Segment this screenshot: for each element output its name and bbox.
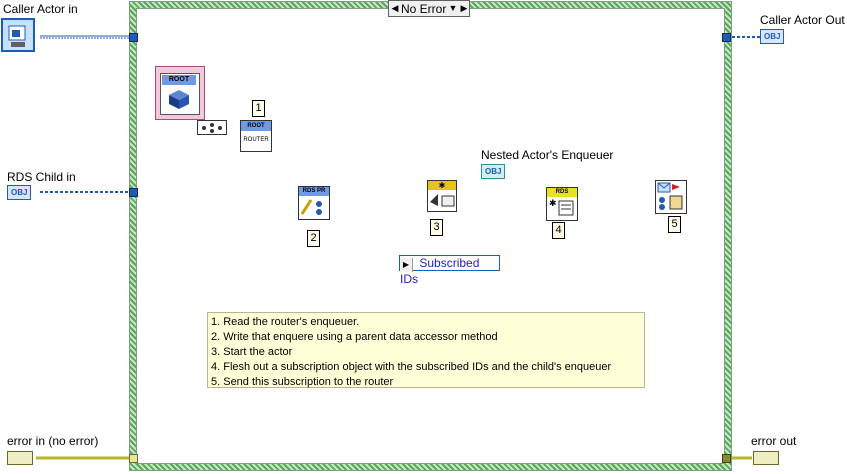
cube-icon xyxy=(169,90,189,109)
caller-actor-out-terminal[interactable]: OBJ xyxy=(760,29,785,44)
start-actor-node[interactable]: ✱ xyxy=(427,180,457,212)
increment-case-icon[interactable]: ▶ xyxy=(460,3,468,13)
root-class-title: ROOT xyxy=(162,75,196,85)
step-number-1: 1 xyxy=(252,100,265,117)
rds-child-in-tunnel[interactable] xyxy=(129,188,138,197)
pencil-icon xyxy=(300,199,322,215)
error-in-tunnel[interactable] xyxy=(129,454,138,463)
error-out-tunnel[interactable] xyxy=(722,454,731,463)
step-number-4: 4 xyxy=(552,222,565,239)
step-number-2: 2 xyxy=(307,230,320,247)
caller-actor-out-tunnel[interactable] xyxy=(722,33,731,42)
comment-line: 4. Flesh out a subscription object with … xyxy=(211,361,612,373)
launch-actor-icon xyxy=(430,194,455,207)
subscribed-ids-value: Subscribed IDs xyxy=(400,256,480,286)
create-subscription-node[interactable]: RDS ✱ xyxy=(546,187,578,221)
subscription-object-icon: ✱ xyxy=(549,199,574,216)
node-4-header: RDS xyxy=(547,188,577,197)
write-enqueuer-accessor-node[interactable]: RDS PR xyxy=(298,186,330,220)
comment-line: 2. Write that enquere using a parent dat… xyxy=(211,331,498,343)
root-class-constant[interactable]: ROOT xyxy=(155,66,205,120)
case-structure-frame[interactable] xyxy=(129,1,732,471)
comment-note: 1. Read the router's enqueuer. 2. Write … xyxy=(207,312,645,388)
send-message-icon xyxy=(657,182,683,210)
step-number-5: 5 xyxy=(668,216,681,233)
caller-actor-out-label: Caller Actor Out xyxy=(760,13,845,27)
nested-enqueuer-indicator[interactable]: OBJ xyxy=(481,164,506,179)
comment-line: 1. Read the router's enqueuer. xyxy=(211,316,360,328)
node-1-header: ROOT xyxy=(241,121,271,131)
rds-child-in-label: RDS Child in xyxy=(7,170,76,184)
step-number-3: 3 xyxy=(430,219,443,236)
gear-icon: ✱ xyxy=(428,181,456,190)
case-selector[interactable]: ◀ No Error ▼ ▶ xyxy=(388,0,470,17)
dropdown-arrow-icon[interactable]: ▼ xyxy=(448,3,458,13)
case-selector-value: No Error xyxy=(401,2,447,16)
comment-line: 5. Send this subscription to the router xyxy=(211,376,394,388)
error-in-terminal[interactable] xyxy=(7,451,33,465)
node-1-body: ROUTER xyxy=(243,137,269,143)
error-out-label: error out xyxy=(751,434,797,448)
enum-arrow-icon[interactable]: ▶ xyxy=(400,258,413,272)
error-out-terminal[interactable] xyxy=(753,451,779,465)
send-subscription-node[interactable] xyxy=(655,180,687,214)
read-router-enqueuer-node[interactable]: ROOT ROUTER xyxy=(240,120,272,152)
actor-object-icon xyxy=(8,25,26,47)
case-structure-body xyxy=(136,8,725,464)
decrement-case-icon[interactable]: ◀ xyxy=(391,3,399,13)
unbundle-icon xyxy=(202,123,222,133)
nested-enqueuer-label: Nested Actor's Enqueuer xyxy=(481,148,614,162)
rds-child-in-terminal[interactable]: OBJ xyxy=(7,185,32,200)
caller-actor-in-control[interactable] xyxy=(1,18,35,52)
error-in-label: error in (no error) xyxy=(7,434,99,448)
caller-actor-in-tunnel[interactable] xyxy=(129,33,138,42)
subscribed-ids-constant[interactable]: ▶ Subscribed IDs xyxy=(399,255,500,286)
comment-line: 3. Start the actor xyxy=(211,346,293,358)
svg-text:✱: ✱ xyxy=(549,199,557,209)
unbundle-node[interactable] xyxy=(197,120,227,135)
caller-actor-in-label: Caller Actor in xyxy=(3,2,78,16)
node-2-header: RDS PR xyxy=(299,187,329,196)
root-class-frame: ROOT xyxy=(160,73,200,115)
